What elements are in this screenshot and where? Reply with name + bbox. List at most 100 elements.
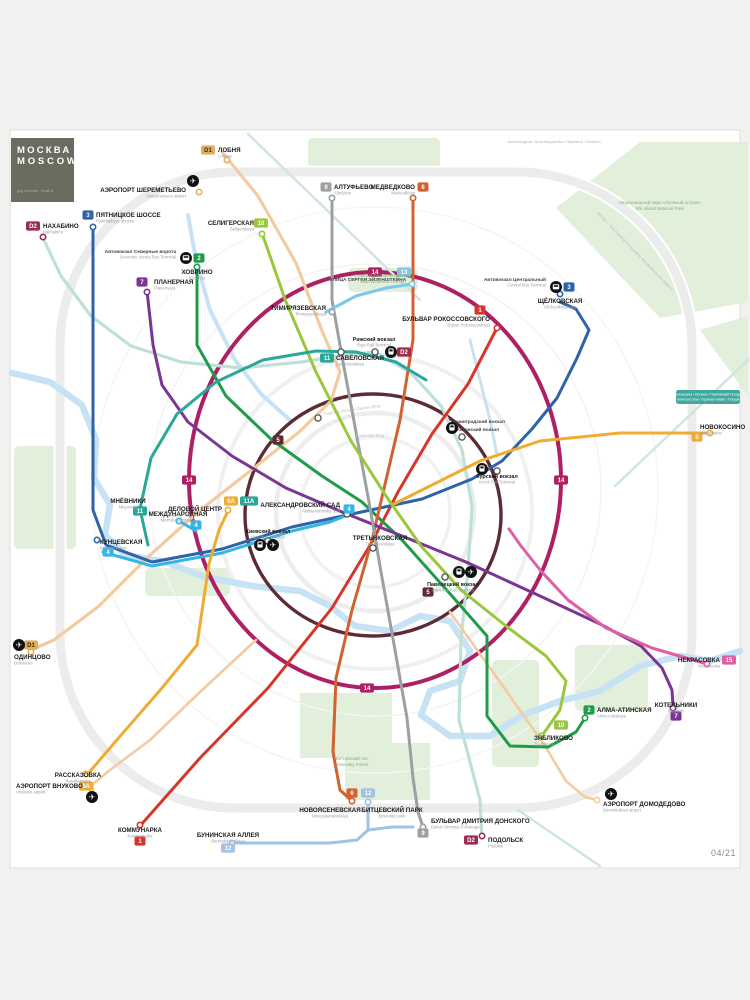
badge-box-4 (343, 504, 355, 514)
metro-line-12 (230, 825, 415, 845)
metro-line-2 (195, 265, 587, 749)
metro-line-7 (145, 289, 675, 709)
badge-text-4: 4 (347, 507, 351, 513)
station-dot-mezhdunarodnaya (175, 517, 183, 525)
train-window (480, 466, 484, 469)
badge-box-5 (422, 587, 434, 597)
lines-layer (29, 132, 750, 868)
station-badge-8A-delovoy-tsentr: 8A (224, 496, 238, 506)
badge-text-3: 3 (567, 285, 571, 291)
station-sublabel-shchyolkovskaya: Shchyolkovskaya (544, 304, 577, 309)
airplane-icon-paveletsky-vokzal: ✈ (465, 566, 477, 578)
map-credit: jug cerovic | inat.fr (17, 188, 54, 193)
airplane-icon-aeroport-domodedovo: ✈ (605, 788, 617, 800)
station-label-severnye-vorota: Автовокзал Северные ворота (105, 249, 177, 255)
badge-box-11 (320, 353, 334, 363)
bus-window (183, 256, 189, 258)
badge-box-D2 (464, 835, 478, 845)
badge-box-8A (79, 781, 93, 791)
badge-text-2: 2 (587, 708, 591, 714)
badge-box-3 (82, 210, 94, 220)
station-sublabel-seligerskaya: Seligerskaya (230, 226, 255, 231)
station-dot-bitsevsky-park (364, 798, 372, 806)
mkad-road (55, 167, 697, 813)
ring-badge-14: 14 (554, 475, 568, 485)
badge-text-6: 6 (421, 185, 425, 191)
station-sublabel-nakhabino: Nakhabino (43, 229, 64, 234)
badge-text-4: 4 (194, 523, 198, 529)
metro-line-10 (260, 231, 568, 739)
badge-box-14 (554, 475, 568, 485)
badge-text-11: 11 (137, 509, 144, 515)
station-dot-planernaya (143, 288, 151, 296)
badge-box-6 (346, 788, 358, 798)
station-label-kotelniki: КОТЕЛЬНИКИ (655, 702, 698, 709)
badge-box-4 (102, 547, 114, 557)
station-sublabel-khovrino: Khovrino (189, 275, 206, 280)
badge-box-13 (397, 267, 411, 277)
train-body (456, 568, 462, 575)
badge-text-7: 7 (674, 714, 678, 720)
airplane-glyph: ✈ (89, 793, 96, 802)
station-sublabel-bitsevsky-park: Bitsevsky park (379, 813, 407, 818)
badge-text-11: 11 (324, 356, 331, 362)
station-badge-D2-nakhabino: D2 (26, 221, 40, 231)
station-badge-1-kommunarka: 1 (134, 836, 146, 846)
badge-text-D1: D1 (204, 148, 212, 154)
info-box-bg (676, 390, 740, 404)
station-label-podolsk: ПОДОЛЬСК (488, 837, 523, 844)
station-sublabel-podolsk: Podolsk (488, 843, 504, 848)
badge-box-D2 (26, 221, 40, 231)
badge-text-7: 7 (140, 280, 144, 286)
airplane-icon-bg (465, 566, 477, 578)
station-label-kuntsevskaya: КУНЦЕВСКАЯ (100, 539, 143, 546)
interchange-dot-2 (458, 433, 466, 441)
station-sublabel-pyatnitskoye-shosse: Pyatnitskoye shosse (96, 218, 135, 223)
metro-line-8a (84, 509, 230, 778)
station-badge-3-pyatnitskoye-shosse: 3 (82, 210, 94, 220)
station-dot-kotelniki (669, 704, 677, 712)
station-badge-9-bulvar-dmitriya-donskogo: 9 (417, 828, 429, 838)
info-box-line0: Балашиха / Ногинск / Павловский Посад (676, 393, 740, 397)
station-sublabel-lobnya: Lobnya (218, 153, 232, 158)
station-label-kievsky-vokzal: Киевский вокзал (246, 528, 291, 535)
station-label-aeroport-domodedovo: АЭРОПОРТ ДОМОДЕДОВО (603, 801, 686, 808)
station-sublabel-severnye-vorota: Severnye Vorota Bus Terminal (120, 254, 176, 259)
badge-text-1: 1 (478, 308, 482, 314)
suburban-rail-e (613, 358, 750, 488)
interchange-dot-5 (441, 573, 449, 581)
station-label-medvedkovo: МЕДВЕДКОВО (371, 184, 416, 191)
station-label-pyatnitskoye-shosse: ПЯТНИЦКОЕ ШОССЕ (96, 212, 161, 219)
badge-box-4 (190, 520, 202, 530)
station-sublabel-kursky-vokzal: Kursk Rail Terminal (479, 479, 515, 484)
station-badge-8A-rasskazovka: 8A (79, 781, 93, 791)
station-sublabel-aleksandrovsky-sad: Aleksandrovsky Sad (302, 508, 341, 513)
rivers-layer (8, 213, 744, 740)
ring-badge-14: 14 (368, 267, 382, 277)
badge-box-12 (221, 843, 235, 853)
station-label-shchyolkovskaya: ЩЁЛКОВСКАЯ (538, 298, 583, 305)
badge-box-10 (554, 720, 568, 730)
station-label-rizhsky-vokzal: Рижский вокзал (353, 336, 396, 343)
train-body (479, 465, 485, 472)
badge-text-9: 9 (324, 185, 328, 191)
train-icon-rizhsky-vokzal (385, 346, 397, 358)
station-sublabel-novoyasenevskaya: Novoyasenevskaya (312, 813, 349, 818)
station-label-nakhabino: НАХАБИНО (43, 223, 79, 230)
ring-badge-14: 14 (182, 475, 196, 485)
badge-box-15 (722, 655, 736, 665)
station-sublabel-aeroport-vnukovo: Vnukovo airport (16, 789, 46, 794)
interchange-dot-8 (369, 544, 377, 552)
